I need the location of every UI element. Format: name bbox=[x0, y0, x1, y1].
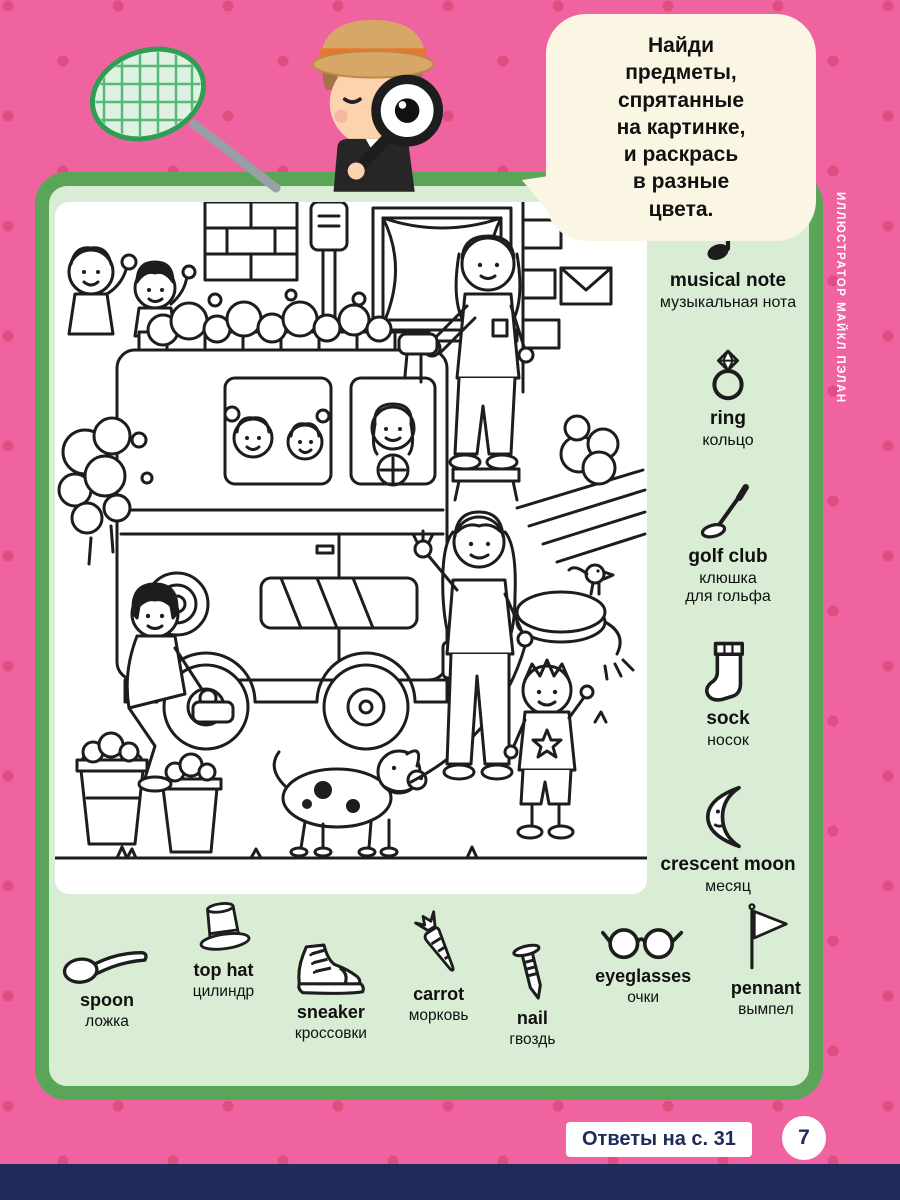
top-hat-icon bbox=[200, 902, 251, 951]
item-label-en: eyeglasses bbox=[595, 966, 692, 986]
buckets bbox=[75, 731, 223, 854]
item-label-ru: гвоздь bbox=[509, 1030, 556, 1048]
eyeglasses-icon bbox=[601, 928, 684, 960]
item-label-ru: кроссовки bbox=[294, 1024, 367, 1042]
spotted-dog bbox=[272, 749, 428, 858]
water-splash bbox=[57, 416, 154, 566]
item-label-en: golf club bbox=[688, 545, 768, 567]
item-label-ru: очки bbox=[627, 988, 660, 1006]
ring-icon bbox=[712, 349, 744, 401]
mail-plaque bbox=[559, 266, 613, 306]
detective-boy-character bbox=[311, 19, 444, 192]
parking-meter bbox=[309, 202, 349, 324]
item-label-en: pennant bbox=[730, 978, 801, 998]
crescent-moon-icon bbox=[706, 785, 741, 848]
hidden-objects-column: musical note музыкальная нота ring кольц… bbox=[651, 198, 805, 896]
item-label-ru: музыкальная нота bbox=[659, 293, 797, 311]
golf-club-icon bbox=[700, 483, 749, 539]
spoon-icon bbox=[62, 950, 148, 984]
item-label-en: nail bbox=[516, 1008, 548, 1028]
hidden-item-top-hat: top hat цилиндр bbox=[193, 898, 254, 1001]
item-label-en: ring bbox=[710, 407, 746, 429]
item-label-ru: месяц bbox=[705, 877, 751, 895]
garden-hose bbox=[515, 590, 635, 681]
blush bbox=[334, 109, 348, 123]
hidden-objects-row: spoon ложка top hat цилиндр bbox=[57, 898, 805, 1080]
hidden-item-golf-club: golf club клюшка для гольфа bbox=[685, 483, 771, 607]
scene-panel bbox=[55, 202, 647, 894]
hidden-item-spoon: spoon ложка bbox=[61, 944, 153, 1031]
coloring-scene-illustration bbox=[55, 202, 647, 860]
ground bbox=[55, 710, 647, 860]
girl-with-dog bbox=[409, 510, 534, 784]
item-label-ru: клюшка для гольфа bbox=[685, 569, 771, 605]
hidden-item-pennant: pennant вымпел bbox=[731, 902, 801, 1019]
bush bbox=[559, 414, 620, 486]
item-label-ru: вымпел bbox=[738, 1000, 794, 1018]
nail-icon bbox=[512, 943, 543, 1000]
answers-reference: Ответы на с. 31 bbox=[566, 1122, 752, 1157]
hidden-item-sock: sock носок bbox=[703, 640, 753, 750]
hidden-item-sneaker: sneaker кроссовки bbox=[294, 938, 368, 1043]
brick-pillar bbox=[203, 202, 299, 282]
sneaker-icon bbox=[297, 943, 365, 995]
woman-washing bbox=[397, 234, 535, 502]
item-label-ru: носок bbox=[707, 731, 749, 749]
carrot-icon bbox=[413, 910, 455, 972]
item-label-en: sneaker bbox=[296, 1002, 365, 1022]
page-number: 7 bbox=[782, 1116, 826, 1160]
hidden-item-crescent-moon: crescent moon месяц bbox=[660, 784, 796, 896]
item-label-en: sock bbox=[706, 707, 750, 729]
hidden-item-carrot: carrot морковь bbox=[408, 910, 470, 1025]
item-label-en: carrot bbox=[413, 984, 465, 1004]
boy-star-shirt bbox=[503, 658, 595, 840]
man-washing bbox=[125, 582, 235, 793]
butterfly-net-icon bbox=[89, 40, 281, 193]
item-label-ru: морковь bbox=[408, 1006, 469, 1024]
soap-suds-roof bbox=[146, 288, 393, 347]
illustrator-credit: ИЛЛЮСТРАТОР МАЙКЛ ПЭЛАН bbox=[834, 192, 846, 404]
item-label-en: musical note bbox=[669, 270, 787, 291]
instruction-bubble: Найди предметы, спрятанные на картинке, … bbox=[546, 14, 816, 242]
hidden-item-nail: nail гвоздь bbox=[509, 942, 555, 1049]
footer-bar bbox=[0, 1164, 900, 1200]
wink-eye bbox=[342, 97, 362, 104]
bird bbox=[567, 563, 615, 596]
hidden-item-eyeglasses: eyeglasses очки bbox=[595, 918, 691, 1007]
item-label-en: top hat bbox=[193, 960, 254, 980]
item-label-en: crescent moon bbox=[660, 853, 796, 875]
puzzle-frame: musical note музыкальная нота ring кольц… bbox=[35, 172, 823, 1100]
detective-hat bbox=[311, 19, 435, 79]
pennant-icon bbox=[748, 903, 788, 970]
item-label-en: spoon bbox=[80, 990, 134, 1010]
item-label-ru: ложка bbox=[85, 1012, 129, 1030]
crosswalk bbox=[515, 468, 647, 564]
sock-icon bbox=[705, 641, 744, 702]
item-label-ru: кольцо bbox=[702, 431, 754, 449]
item-label-ru: цилиндр bbox=[192, 982, 255, 1000]
magnifying-glass-icon bbox=[347, 74, 444, 180]
hidden-item-ring: ring кольцо bbox=[702, 346, 754, 450]
